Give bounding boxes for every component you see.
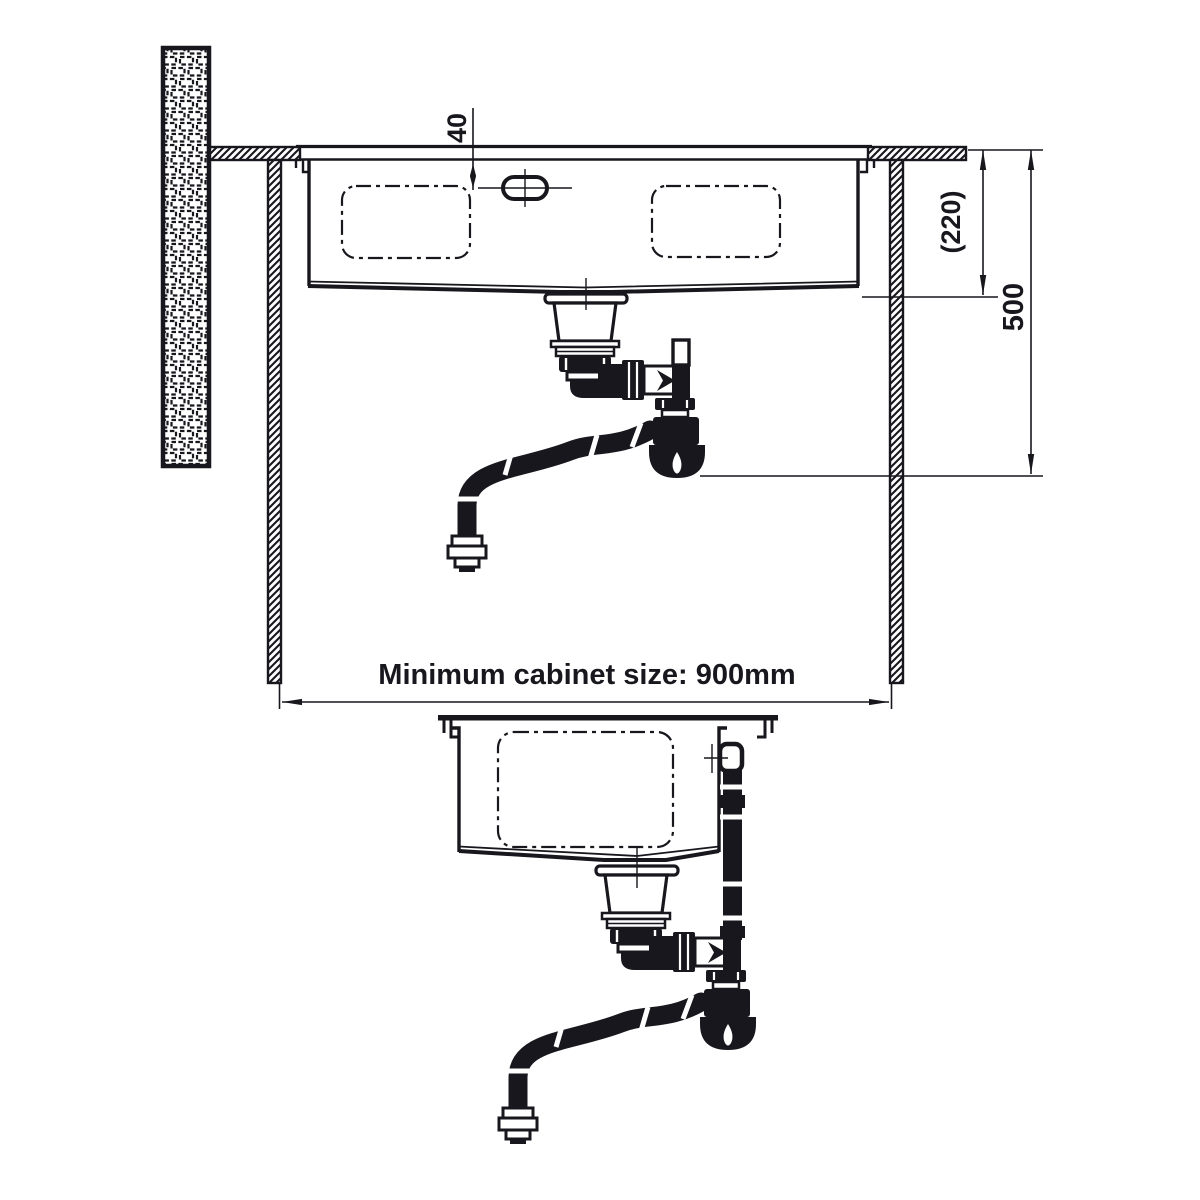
sink-front-section — [452, 726, 727, 862]
dimension-500: 500 — [700, 149, 1043, 477]
bowl-outline-left — [340, 184, 472, 260]
countertop-left — [208, 145, 302, 162]
dim-40-label: 40 — [442, 113, 472, 143]
sink-rim-front — [438, 715, 778, 721]
side-elevation-view: 40 (220) 500 — [160, 45, 1043, 685]
cabinet-panel-left — [266, 158, 283, 685]
mount-clip-front-right — [757, 720, 774, 739]
sink-side-section — [294, 144, 876, 294]
mount-clip-right — [860, 160, 876, 174]
cabinet-panel-right — [888, 158, 905, 685]
overflow-hose — [704, 741, 745, 940]
bowl-outline-right — [650, 184, 782, 259]
dimension-40: 40 — [442, 108, 477, 190]
cabinet-width-dimension: Minimum cabinet size: 900mm — [278, 659, 893, 709]
drain-assembly-front — [499, 846, 756, 1144]
bowl-outline-front — [496, 730, 675, 849]
countertop-right — [866, 145, 968, 162]
dimension-220: (220) — [862, 150, 998, 298]
tap-hole — [478, 169, 572, 207]
dim-220-label: (220) — [936, 190, 966, 253]
drain-assembly-side — [448, 278, 705, 572]
wall-section — [160, 45, 212, 469]
dishwasher-inlet-stub — [671, 338, 691, 367]
cabinet-size-label: Minimum cabinet size: 900mm — [378, 659, 795, 691]
front-elevation-view — [438, 715, 778, 1144]
dim-500-label: 500 — [998, 283, 1030, 331]
mount-clip-front-left — [442, 720, 459, 739]
